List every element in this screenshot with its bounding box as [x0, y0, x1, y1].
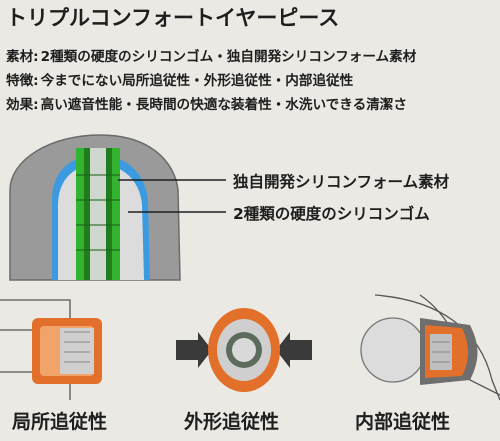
spec-value: 今までにない局所追従性・外形追従性・内部追従性 [40, 73, 354, 89]
product-title: トリプルコンフォートイヤーピース [6, 6, 340, 30]
caption-external: 外形追従性 [184, 411, 280, 433]
spec-key: 素材: [6, 49, 39, 65]
eartip-cross-section [9, 134, 181, 281]
local-conformity-illustration [0, 299, 102, 400]
spec-key: 特徴: [6, 73, 39, 89]
spec-effect: 効果:高い遮音性能・長時間の快適な装着性・水洗いできる清潔さ [6, 93, 407, 113]
caption-local: 局所追従性 [12, 411, 108, 433]
external-conformity-illustration [176, 308, 312, 392]
callout-rubber: 2種類の硬度のシリコンゴム [233, 205, 430, 223]
spec-value: 高い遮音性能・長時間の快適な装着性・水洗いできる清潔さ [40, 97, 407, 113]
caption-internal: 内部追従性 [355, 411, 451, 433]
spec-feature: 特徴:今までにない局所追従性・外形追従性・内部追従性 [6, 69, 353, 89]
spec-material: 素材:2種類の硬度のシリコンゴム・独自開発シリコンフォーム素材 [6, 45, 416, 65]
arrow-right-icon [176, 332, 212, 368]
spec-key: 効果: [6, 97, 39, 113]
internal-conformity-illustration [360, 294, 500, 401]
arrow-left-icon [276, 332, 312, 368]
callout-foam: 独自開発シリコンフォーム素材 [233, 173, 450, 191]
spec-value: 2種類の硬度のシリコンゴム・独自開発シリコンフォーム素材 [40, 49, 417, 65]
